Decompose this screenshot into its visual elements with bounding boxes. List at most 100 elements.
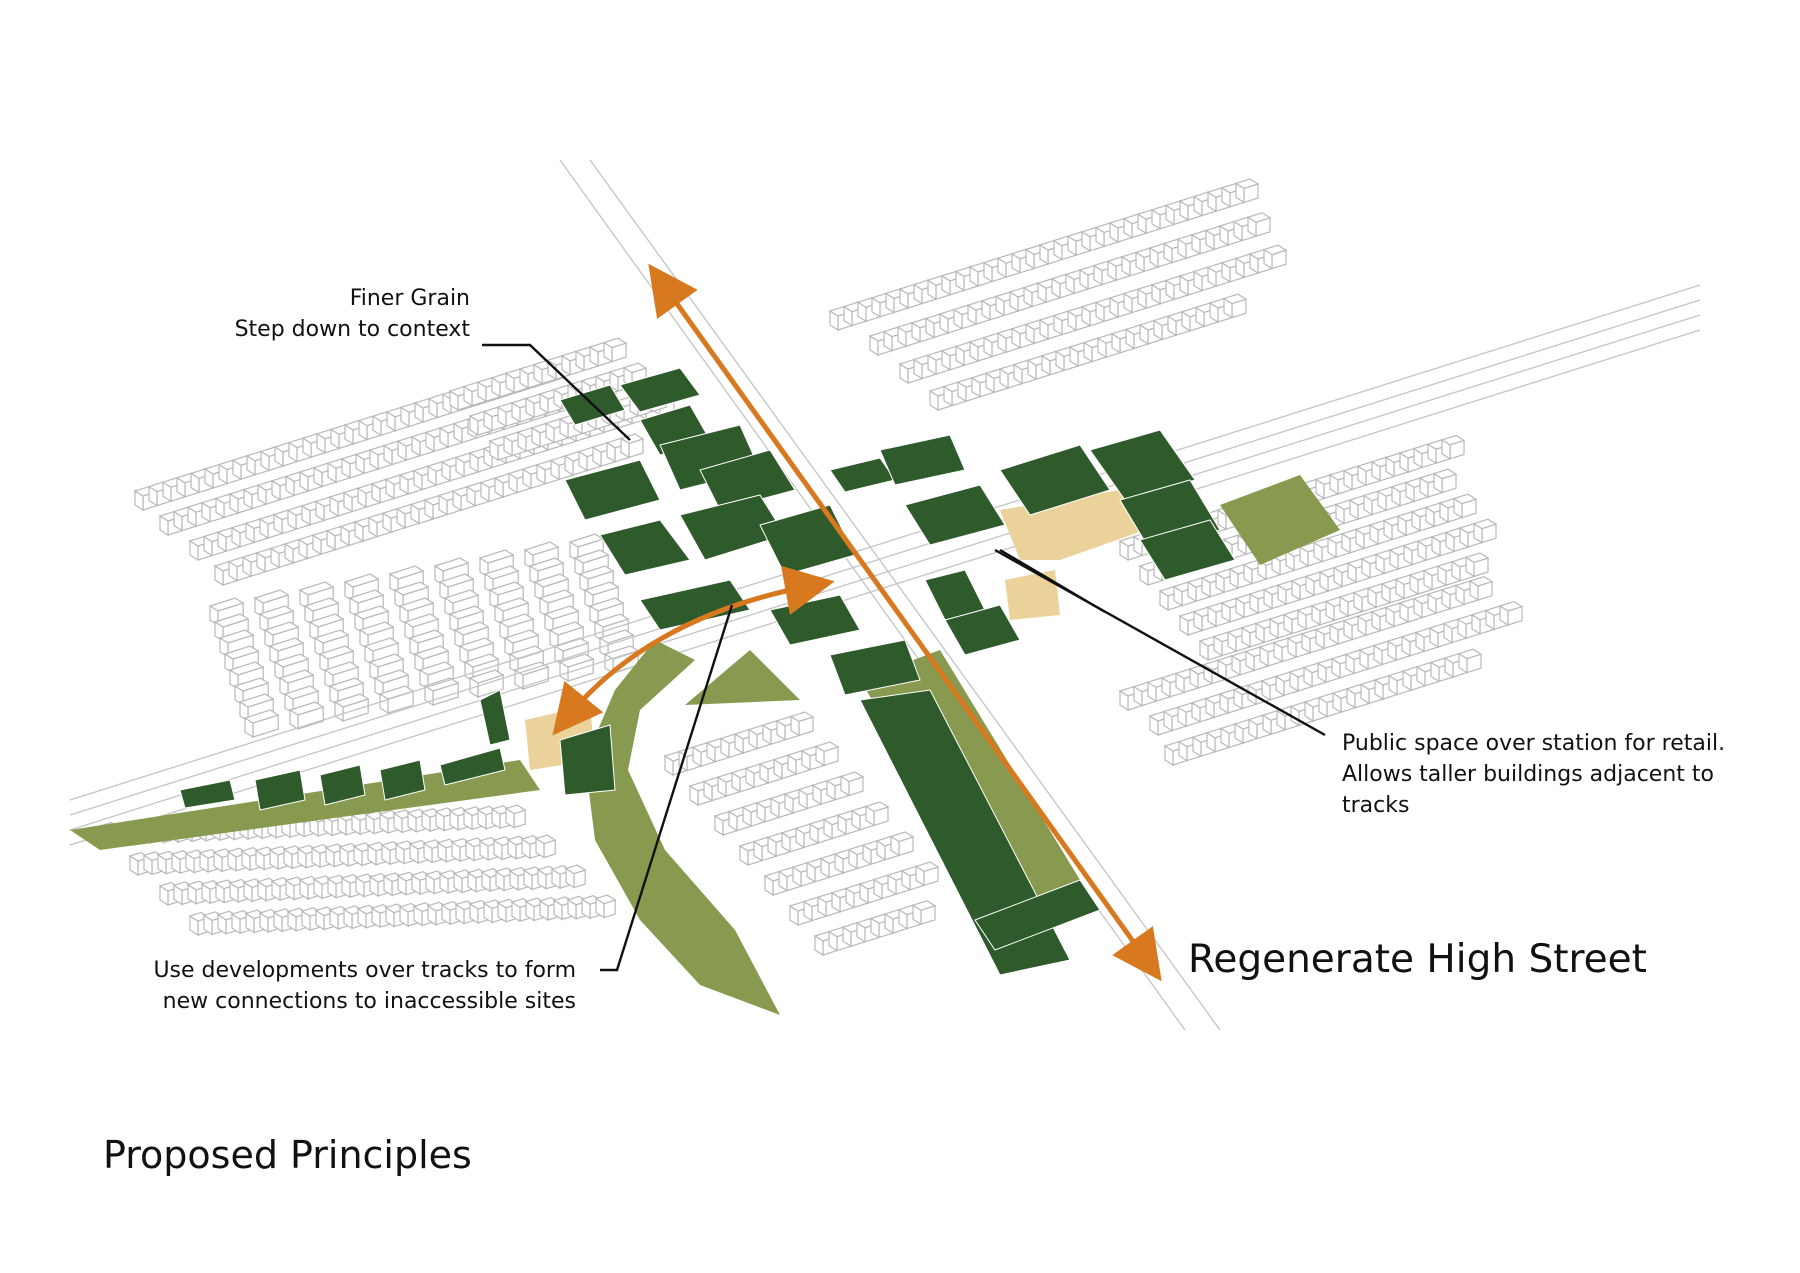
context-house xyxy=(208,597,245,612)
callout-finer-grain-line2: Step down to context xyxy=(234,317,470,342)
context-house xyxy=(348,589,385,604)
leader-public-space-main xyxy=(994,548,1326,737)
context-house xyxy=(498,613,535,628)
context-house xyxy=(448,605,485,620)
context-house xyxy=(1262,244,1288,256)
context-house xyxy=(483,565,520,580)
context-house xyxy=(443,589,480,604)
context-house xyxy=(534,834,557,845)
context-house xyxy=(619,433,645,445)
context-house xyxy=(243,709,280,724)
context-house xyxy=(353,605,390,620)
context-house xyxy=(1234,178,1260,190)
context-house xyxy=(308,613,345,628)
callout-finer-grain-line1: Finer Grain xyxy=(349,286,470,311)
context-house xyxy=(1457,648,1483,660)
callout-public-space: Public space over station for retail. Al… xyxy=(1342,728,1772,821)
context-house xyxy=(263,621,300,636)
context-house xyxy=(363,637,400,652)
context-house xyxy=(403,613,440,628)
page-title: Proposed Principles xyxy=(103,1133,472,1177)
context-house xyxy=(283,685,320,700)
context-house xyxy=(258,605,295,620)
context-house xyxy=(358,621,395,636)
connection-arrow-icon xyxy=(552,565,835,736)
context-house xyxy=(503,629,540,644)
context-house xyxy=(433,557,470,572)
context-house xyxy=(213,613,250,628)
context-house xyxy=(413,645,450,660)
green-square-park xyxy=(1220,475,1340,565)
context-house xyxy=(373,669,410,684)
proposed-building-roof xyxy=(179,779,236,809)
high-street-arrow-icon xyxy=(648,263,1162,982)
context-house xyxy=(438,573,475,588)
context-house xyxy=(268,637,305,652)
context-house xyxy=(1222,293,1248,305)
high-street-label: Regenerate High Street xyxy=(1188,937,1647,982)
context-house xyxy=(408,629,445,644)
proposed-building-roof xyxy=(254,769,306,811)
context-house xyxy=(343,573,380,588)
proposed-building-roof xyxy=(479,689,511,746)
context-house xyxy=(313,629,350,644)
context-house xyxy=(418,661,455,676)
context-house xyxy=(1452,493,1478,505)
callout-public-space-line2: Allows taller buildings adjacent to xyxy=(1342,762,1714,787)
context-house xyxy=(1432,468,1458,480)
callout-finer-grain: Finer Grain Step down to context xyxy=(180,283,470,345)
leader-developments xyxy=(600,604,734,972)
callout-public-space-line3: tracks xyxy=(1342,793,1410,818)
context-house xyxy=(1246,212,1272,223)
context-house xyxy=(278,669,315,684)
proposed-building-roof xyxy=(599,519,691,576)
context-house xyxy=(218,629,255,644)
callout-developments-line1: Use developments over tracks to form xyxy=(153,958,576,983)
callout-public-space-line1: Public space over station for retail. xyxy=(1342,731,1726,756)
context-house xyxy=(622,362,648,374)
proposed-building-roof xyxy=(379,759,426,801)
context-house xyxy=(468,669,505,684)
context-house xyxy=(493,597,530,612)
proposed-building-roof xyxy=(879,434,966,486)
proposed-building-roof xyxy=(319,764,366,806)
context-house xyxy=(228,661,265,676)
leader-finer-grain xyxy=(482,343,631,441)
context-house xyxy=(458,637,495,652)
context-house xyxy=(504,804,527,815)
context-house xyxy=(273,653,310,668)
context-house xyxy=(388,565,425,580)
context-house xyxy=(333,693,370,708)
context-house xyxy=(1468,575,1494,587)
context-house xyxy=(573,549,610,564)
context-house xyxy=(1440,434,1466,446)
context-house xyxy=(323,661,360,676)
context-house xyxy=(393,581,430,596)
context-house xyxy=(368,653,405,668)
context-house xyxy=(233,677,270,692)
context-house xyxy=(1464,552,1490,564)
context-house xyxy=(564,864,587,875)
context-house xyxy=(463,653,500,668)
leader-lines xyxy=(482,343,1326,972)
context-house xyxy=(223,645,260,660)
context-house xyxy=(398,597,435,612)
context-house xyxy=(303,597,340,612)
context-house xyxy=(288,701,325,716)
context-house xyxy=(318,645,355,660)
context-house xyxy=(253,589,290,604)
context-house xyxy=(453,621,490,636)
callout-developments-line2: new connections to inaccessible sites xyxy=(162,989,576,1014)
context-house xyxy=(488,581,525,596)
context-house xyxy=(528,557,565,572)
callout-developments-over-tracks: Use developments over tracks to form new… xyxy=(100,955,576,1017)
proposed-building-roof xyxy=(904,484,1006,546)
context-house xyxy=(238,693,275,708)
context-house xyxy=(328,677,365,692)
context-house xyxy=(423,677,460,692)
proposed-building-roof xyxy=(759,504,856,576)
context-house xyxy=(298,581,335,596)
proposed-building-roof xyxy=(769,594,861,646)
context-house xyxy=(478,549,515,564)
context-house xyxy=(523,541,560,556)
